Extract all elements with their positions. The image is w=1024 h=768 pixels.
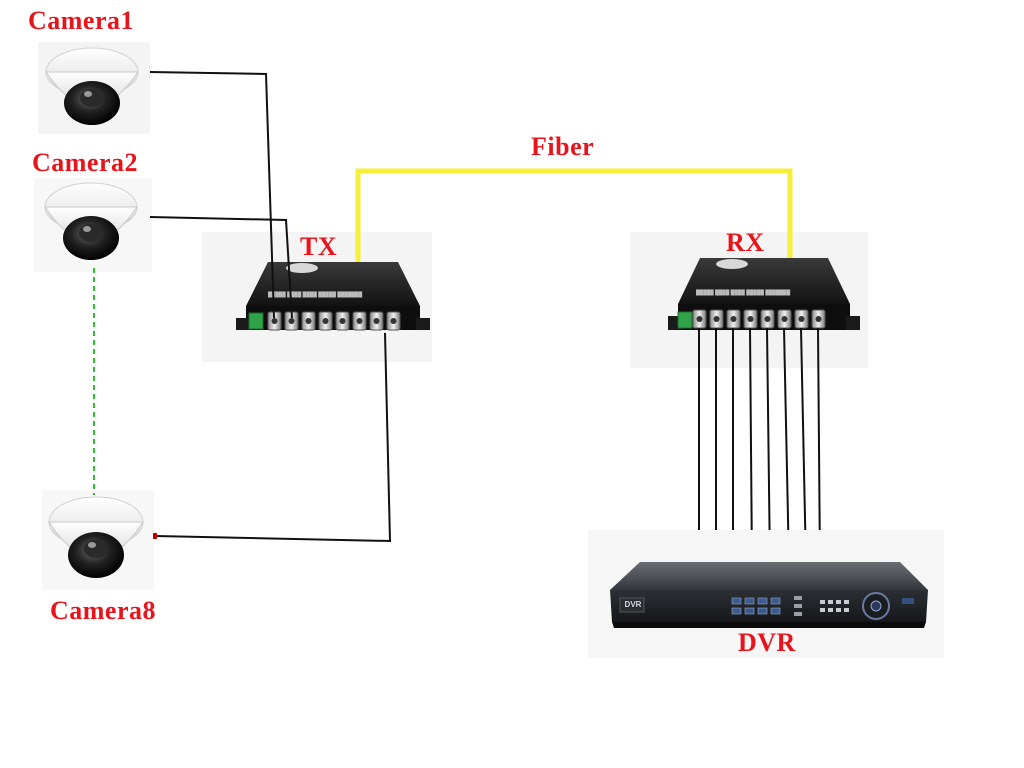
camera8-label: Camera8	[50, 596, 157, 625]
camera2-device	[34, 178, 152, 272]
svg-text:█████ ████ ████ █████ ███████: █████ ████ ████ █████ ███████	[268, 291, 363, 298]
dvr-recorder	[588, 530, 944, 658]
fiber-label: Fiber	[531, 132, 595, 161]
camera2-cable	[149, 216, 293, 319]
tx-label: TX	[300, 232, 338, 261]
rx-label: RX	[726, 228, 765, 257]
camera1-label: Camera1	[28, 6, 135, 35]
tx-converter: █████ ████ ████ █████ ███████	[202, 232, 432, 362]
camera8-cable	[155, 332, 392, 543]
camera2-label: Camera2	[32, 148, 139, 177]
rx-to-dvr-cables	[698, 327, 821, 567]
rx-converter: █████ ████ ████ █████ ███████	[630, 232, 868, 368]
svg-text:█████ ████ ████ █████ ███████: █████ ████ ████ █████ ███████	[696, 289, 791, 296]
camera1-device	[38, 42, 150, 134]
dvr-panel-label: DVR	[624, 600, 642, 609]
fiber-cable	[355, 168, 793, 262]
camera1-cable	[149, 71, 275, 319]
camera8-device	[42, 490, 154, 590]
dvr-label: DVR	[738, 628, 796, 657]
